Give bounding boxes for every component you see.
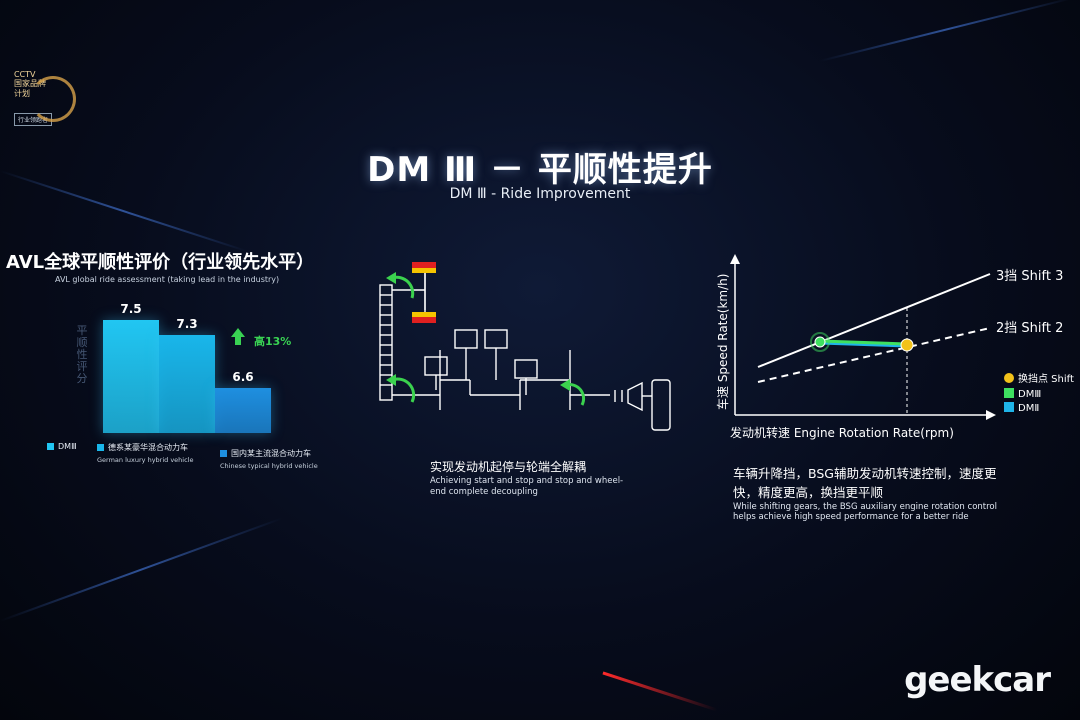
- y-axis-arrow-icon: [730, 254, 740, 264]
- legend-shift-point-label: 换挡点 Shift: [1018, 372, 1074, 385]
- up-arrow-stem: [235, 336, 241, 345]
- shift-caption-cn: 车辆升降挡，BSG辅助发动机转速控制，速度更快，精度更高，换挡更平顺: [733, 466, 997, 500]
- legend-dm3-swatch: [1004, 388, 1014, 398]
- avl-legend-label-en: German luxury hybrid vehicle: [97, 456, 194, 464]
- avl-legend-item: 国内某主流混合动力车 Chinese typical hybrid vehicle: [220, 448, 318, 470]
- avl-bar-value-label: 6.6: [232, 369, 254, 384]
- shift-start-point: [814, 336, 826, 348]
- geekcar-watermark: geekcar: [904, 660, 1051, 700]
- avl-legend-item: DMⅢ: [47, 442, 77, 451]
- background-streak: [819, 0, 1073, 62]
- arrow-head-icon: [386, 272, 396, 284]
- avl-bar: [215, 387, 271, 433]
- avl-chart-title: AVL全球平顺性评价（行业领先水平）: [6, 252, 315, 273]
- engine-block: [379, 284, 393, 401]
- speed-chart-y-label: 车速 Speed Rate(km/h): [715, 274, 730, 410]
- x-axis-arrow-icon: [986, 410, 996, 420]
- avl-bar-value-label: 7.5: [120, 302, 142, 317]
- shift-start-glow: [810, 332, 830, 352]
- powertrain-diagram: [379, 262, 671, 431]
- avl-legend-swatch: [220, 450, 227, 457]
- rotation-arrow-icon: [391, 377, 416, 403]
- avl-bar-value-label: 7.3: [176, 317, 198, 332]
- decoupling-caption-en: Achieving start and stop and stop and wh…: [430, 476, 624, 497]
- legend-dm2-swatch: [1004, 402, 1014, 412]
- improvement-label: 高13%: [254, 335, 292, 348]
- avl-legend-label: 德系某豪华混合动力车: [108, 443, 188, 452]
- shift-caption-en: While shifting gears, the BSG auxiliary …: [733, 502, 997, 522]
- legend-dm3-label: DMⅢ: [1018, 389, 1041, 400]
- arrow-head-icon: [560, 379, 570, 391]
- slide-subtitle: DM Ⅲ - Ride Improvement: [449, 186, 631, 202]
- cctv-brand-logo: CCTV 国家品牌 计划 行业领跑者: [14, 70, 76, 126]
- avl-legend-swatch: [97, 444, 104, 451]
- logo-line3: 计划: [14, 89, 30, 98]
- avl-bar: [103, 320, 159, 433]
- clutch-pad-red: [412, 262, 436, 268]
- avl-legend-label-en: Chinese typical hybrid vehicle: [220, 462, 318, 470]
- avl-legend-label: DMⅢ: [58, 442, 77, 451]
- stage-light-flare: [602, 671, 718, 712]
- clutch-pad-red: [412, 317, 436, 323]
- up-arrow-icon: [231, 328, 245, 337]
- speed-chart-x-label: 发动机转速 Engine Rotation Rate(rpm): [730, 425, 954, 440]
- avl-y-axis-label: 平顺性评分: [76, 324, 88, 385]
- avl-legend-item: 德系某豪华混合动力车 German luxury hybrid vehicle: [97, 442, 193, 464]
- shift2-label: 2挡 Shift 2: [996, 321, 1063, 336]
- shift2-line: [757, 327, 991, 383]
- logo-ring-icon: [30, 76, 76, 122]
- avl-chart-subtitle: AVL global ride assessment (taking lead …: [55, 275, 280, 284]
- clutch-pad-yellow: [412, 268, 436, 273]
- shift-end-point: [900, 338, 914, 352]
- legend-shift-point-icon: [1004, 373, 1014, 383]
- background-streak: [0, 517, 283, 622]
- clutch-pad-yellow: [412, 312, 436, 317]
- avl-bar: [159, 335, 215, 433]
- logo-line2: 国家品牌: [14, 79, 46, 88]
- avl-legend-label: 国内某主流混合动力车: [231, 449, 311, 458]
- decoupling-caption-cn: 实现发动机起停与轮端全解耦: [430, 460, 587, 474]
- shift3-label: 3挡 Shift 3: [996, 269, 1063, 284]
- legend-dm2-label: DMⅡ: [1018, 403, 1039, 414]
- logo-line1: CCTV: [14, 70, 36, 79]
- dm3-transition-line: [819, 339, 908, 346]
- shift-speed-chart: 3挡 Shift 3 2挡 Shift 2 车速 Speed Rate(km/h…: [715, 254, 1074, 440]
- dm2-transition-line: [819, 341, 908, 348]
- shift3-line: [757, 273, 991, 368]
- slide-title: DM Ⅲ － 平顺性提升: [367, 150, 713, 190]
- avl-legend-swatch: [47, 443, 54, 450]
- arrow-head-icon: [386, 374, 396, 386]
